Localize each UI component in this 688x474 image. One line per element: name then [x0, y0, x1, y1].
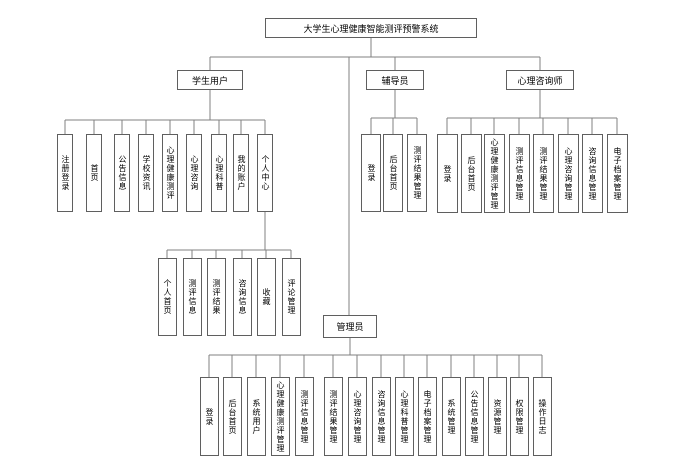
student-leaf: 心理科普: [211, 134, 227, 212]
student-leaf: 我的账户: [233, 134, 249, 212]
psychologist-leaf: 咨询信息管理: [581, 134, 603, 213]
admin-leaf: 系统用户: [246, 377, 266, 456]
node-student-user: 学生用户: [177, 70, 243, 90]
student-leaf: 个人中心: [257, 134, 273, 212]
student-leaf: 注册登录: [57, 134, 73, 212]
personal-center-leaf: 评论管理: [281, 258, 301, 336]
connector-drop-lines: [64, 118, 618, 377]
psychologist-leaf: 心理健康测评管理: [483, 134, 505, 213]
personal-center-leaf: 测评信息: [182, 258, 202, 336]
student-leaf: 首页: [86, 134, 102, 212]
personal-center-leaf: 个人首页: [157, 258, 177, 336]
admin-leaf: 测评信息管理: [294, 377, 314, 456]
counselor-leaf: 后台首页: [383, 134, 403, 212]
student-leaf: 公告信息: [114, 134, 130, 212]
node-psychologist: 心理咨询师: [506, 70, 574, 90]
student-leaf: 心理健康测评: [162, 134, 178, 212]
student-leaf: 学校资讯: [138, 134, 154, 212]
connector-spine-paths: [65, 38, 617, 356]
counselor-leaf: 登录: [361, 134, 381, 212]
admin-leaf: 心理健康测评管理: [270, 377, 290, 456]
node-root-system: 大学生心理健康智能测评预警系统: [265, 18, 477, 38]
admin-leaf: 资源管理: [487, 377, 507, 456]
psychologist-leaf: 测评结果管理: [532, 134, 554, 213]
admin-leaf: 测评结果管理: [323, 377, 343, 456]
admin-leaf: 后台首页: [222, 377, 242, 456]
admin-leaf: 心理咨询管理: [347, 377, 367, 456]
psychologist-leaf: 心理咨询管理: [557, 134, 579, 213]
personal-center-leaf: 咨询信息: [232, 258, 252, 336]
admin-leaf: 公告信息管理: [464, 377, 484, 456]
admin-leaf: 系统管理: [441, 377, 461, 456]
psychologist-leaf: 登录: [436, 134, 458, 213]
psychologist-leaf: 测评信息管理: [508, 134, 530, 213]
admin-leaf: 咨询信息管理: [371, 377, 391, 456]
psychologist-leaf: 后台首页: [460, 134, 482, 213]
node-counselor: 辅导员: [366, 70, 424, 90]
counselor-leaf: 测评结果管理: [407, 134, 427, 212]
personal-center-leaf: 收藏: [256, 258, 276, 336]
psychologist-leaf: 电子档案管理: [606, 134, 628, 213]
personal-center-leaf: 测评结果: [206, 258, 226, 336]
admin-leaf: 权限管理: [509, 377, 529, 456]
admin-leaf: 电子档案管理: [417, 377, 437, 456]
admin-leaf: 登录: [199, 377, 219, 456]
admin-leaf: 心理科普管理: [394, 377, 414, 456]
student-leaf: 心理咨询: [186, 134, 202, 212]
admin-leaf: 操作日志: [532, 377, 552, 456]
node-admin: 管理员: [323, 315, 377, 338]
